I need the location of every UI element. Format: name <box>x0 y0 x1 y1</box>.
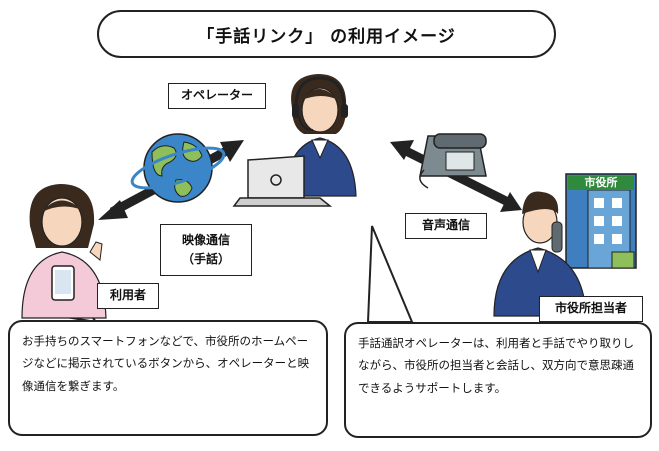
city-hall-sign: 市役所 <box>568 176 634 190</box>
operator-label-text: オペレーター <box>180 88 253 103</box>
user-figure <box>21 184 107 319</box>
smartphone-icon <box>51 265 75 301</box>
left-explanation-bubble: お手持ちのスマートフォンなどで、市役所のホームページなどに掲示されているボタンか… <box>8 320 328 436</box>
diagram-title: 「手話リンク」 の利用イメージ <box>197 26 456 47</box>
user-label-text: 利用者 <box>109 288 146 303</box>
voice-label-text: 音声通信 <box>421 218 470 233</box>
video-label-line1: 映像通信 <box>181 232 230 247</box>
city-hall-sign-text: 市役所 <box>584 176 618 189</box>
user-label: 利用者 <box>97 283 159 309</box>
globe-icon <box>130 133 226 203</box>
laptop-icon <box>232 155 333 207</box>
title-banner: 「手話リンク」 の利用イメージ <box>97 10 556 58</box>
operator-label: オペレーター <box>168 83 266 109</box>
right-explanation-bubble: 手話通訳オペレーターは、利用者と手話でやり取りしながら、市役所の担当者と会話し、… <box>344 322 652 438</box>
video-label-line2: （手話） <box>181 252 230 266</box>
city-staff-label: 市役所担当者 <box>539 296 643 322</box>
left-bubble-text: お手持ちのスマートフォンなどで、市役所のホームページなどに掲示されているボタンか… <box>22 334 310 393</box>
right-bubble-text: 手話通訳オペレーターは、利用者と手話でやり取りしながら、市役所の担当者と会話し、… <box>358 336 634 395</box>
telephone-icon <box>419 133 487 189</box>
headset-icon <box>294 76 346 109</box>
video-communication-label: 映像通信 （手話） <box>160 224 252 276</box>
voice-communication-label: 音声通信 <box>405 213 487 239</box>
right-bubble-tail <box>366 225 414 323</box>
city-staff-label-text: 市役所担当者 <box>554 301 627 316</box>
